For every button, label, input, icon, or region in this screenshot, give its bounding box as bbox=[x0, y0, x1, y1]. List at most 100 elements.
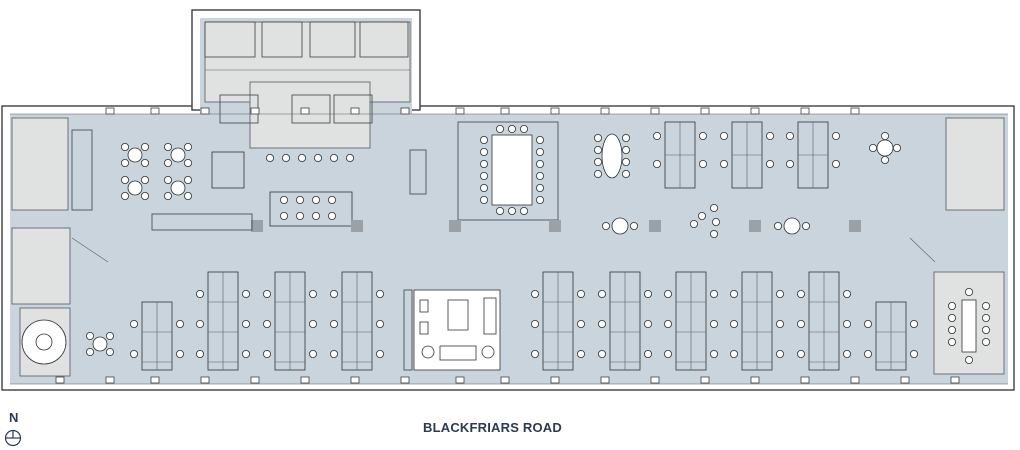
round-table bbox=[170, 180, 186, 196]
column bbox=[400, 107, 410, 115]
column bbox=[200, 376, 210, 384]
chair bbox=[262, 349, 271, 358]
chair bbox=[241, 319, 250, 328]
chair bbox=[644, 289, 653, 298]
column bbox=[400, 376, 410, 384]
chair bbox=[183, 191, 192, 200]
chair bbox=[664, 289, 673, 298]
chair bbox=[140, 158, 149, 167]
chair bbox=[195, 289, 204, 298]
chair bbox=[653, 159, 662, 168]
chair bbox=[766, 131, 775, 140]
chair bbox=[175, 319, 184, 328]
column bbox=[700, 376, 710, 384]
chair bbox=[520, 206, 529, 215]
chair bbox=[948, 313, 957, 322]
column bbox=[250, 376, 260, 384]
chair bbox=[982, 337, 991, 346]
chair bbox=[279, 211, 288, 220]
chair bbox=[295, 211, 304, 220]
chair bbox=[776, 289, 785, 298]
chair bbox=[121, 191, 130, 200]
column bbox=[251, 220, 263, 232]
column bbox=[600, 376, 610, 384]
chair bbox=[982, 301, 991, 310]
chair bbox=[577, 349, 586, 358]
column bbox=[950, 376, 960, 384]
chair bbox=[183, 142, 192, 151]
chair bbox=[712, 217, 721, 226]
chair bbox=[730, 289, 739, 298]
chair bbox=[536, 135, 545, 144]
chair bbox=[375, 319, 384, 328]
chair bbox=[948, 337, 957, 346]
chair bbox=[699, 131, 708, 140]
chair bbox=[163, 175, 172, 184]
chair bbox=[948, 325, 957, 334]
chair bbox=[86, 347, 95, 356]
chair bbox=[313, 153, 322, 162]
chair bbox=[479, 171, 488, 180]
chair bbox=[536, 195, 545, 204]
chair bbox=[241, 349, 250, 358]
central-core bbox=[204, 21, 411, 149]
chair bbox=[479, 159, 488, 168]
chair bbox=[598, 349, 607, 358]
column bbox=[750, 107, 760, 115]
column bbox=[300, 107, 310, 115]
column bbox=[550, 376, 560, 384]
chair bbox=[843, 319, 852, 328]
column bbox=[750, 376, 760, 384]
chair bbox=[140, 175, 149, 184]
chair bbox=[720, 131, 729, 140]
chair bbox=[520, 125, 529, 134]
chair bbox=[965, 355, 974, 364]
chair bbox=[531, 349, 540, 358]
chair bbox=[140, 142, 149, 151]
column bbox=[650, 376, 660, 384]
column bbox=[350, 107, 360, 115]
round-meeting-room bbox=[21, 319, 67, 365]
chair bbox=[106, 347, 115, 356]
column bbox=[850, 107, 860, 115]
chair bbox=[910, 319, 919, 328]
east-meeting-room bbox=[948, 287, 991, 364]
north-arrow-icon bbox=[4, 429, 22, 447]
chair bbox=[308, 289, 317, 298]
chair bbox=[864, 319, 873, 328]
round-table bbox=[783, 217, 801, 235]
chair bbox=[531, 289, 540, 298]
chair bbox=[786, 131, 795, 140]
column bbox=[700, 107, 710, 115]
chair bbox=[241, 289, 250, 298]
chair bbox=[163, 142, 172, 151]
chair bbox=[329, 153, 338, 162]
chair bbox=[622, 145, 631, 154]
chair bbox=[536, 183, 545, 192]
chair bbox=[327, 195, 336, 204]
facade-windows bbox=[10, 113, 1008, 385]
chair bbox=[121, 175, 130, 184]
round-table bbox=[127, 147, 143, 163]
round-table bbox=[92, 336, 108, 352]
chair bbox=[622, 157, 631, 166]
chair bbox=[893, 143, 902, 152]
chair bbox=[710, 289, 719, 298]
chair bbox=[710, 229, 719, 238]
chair bbox=[129, 349, 138, 358]
chair bbox=[832, 131, 841, 140]
chair bbox=[766, 159, 775, 168]
chair bbox=[308, 319, 317, 328]
chair bbox=[698, 211, 707, 220]
round-table bbox=[876, 139, 894, 157]
chair bbox=[577, 289, 586, 298]
chair bbox=[594, 133, 603, 142]
chair bbox=[598, 289, 607, 298]
chair bbox=[710, 319, 719, 328]
chair bbox=[329, 319, 338, 328]
chair bbox=[129, 319, 138, 328]
chair bbox=[345, 153, 354, 162]
chair bbox=[797, 319, 806, 328]
workstations bbox=[129, 121, 919, 371]
